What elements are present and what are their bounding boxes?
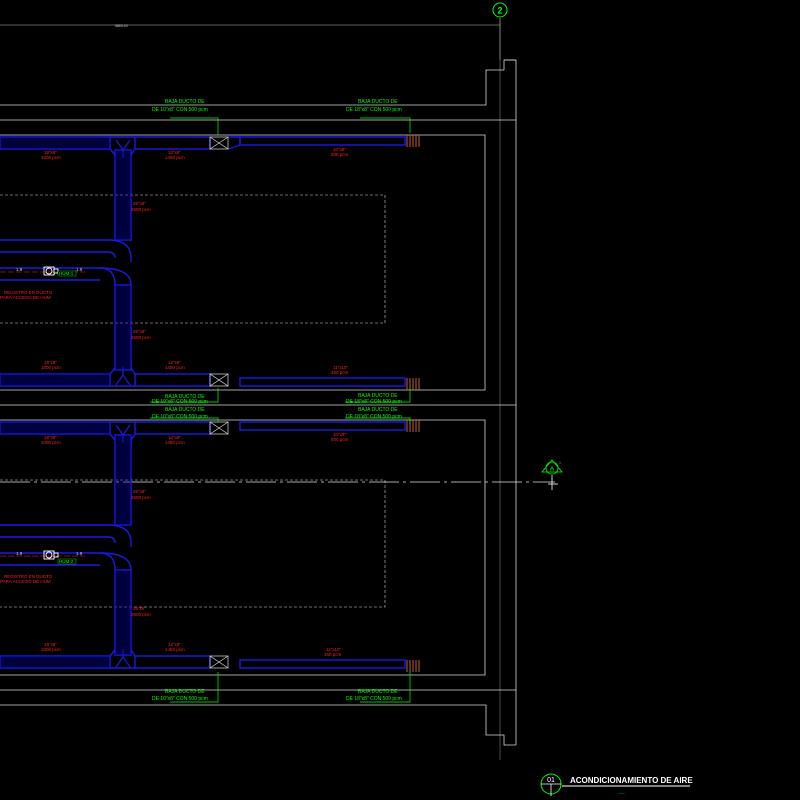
duct-flow: 1000 pcm: [41, 155, 61, 160]
note-baja-7: BAJA DUCTO DE: [165, 689, 205, 695]
leader-lines: [150, 117, 411, 703]
note-baja-2: BAJA DUCTO DE: [358, 99, 398, 105]
annotations-red: 18"x8" 1000 pcm 12"x8" 1450 pcm 10"x8" 5…: [0, 147, 349, 657]
note-baja-6b: DE 18"x8" CON 500 pcm: [346, 414, 402, 420]
duct-size: 18"x8": [44, 642, 57, 647]
duct-flow: 500 pcm: [331, 152, 349, 157]
duct-size: 12"x8": [168, 642, 181, 647]
hum-unit-1: HUM-1 1.9 1.9: [0, 266, 85, 277]
fan-icon: [43, 550, 59, 560]
section-marker: A 1: [541, 459, 563, 490]
note-baja-1b: DE 10"x8" CON 500 pcm: [152, 107, 208, 113]
hum-unit-2: HUM-2 1.9 1.9: [0, 550, 85, 565]
duct-flow: 1450 pcm: [165, 440, 185, 445]
duct-size: 26"x8": [133, 201, 146, 206]
duct-flow: 450 pcm: [324, 652, 342, 657]
duct-flow: 1450 pcm: [165, 365, 185, 370]
duct-flow: 1000 pcm: [41, 365, 61, 370]
title-block: 01 ACONDICIONAMIENTO DE AIRE ___: [540, 773, 693, 796]
svg-text:1: 1: [559, 461, 561, 465]
svg-text:2: 2: [497, 6, 502, 16]
note-baja-6: BAJA DUCTO DE: [358, 407, 398, 413]
duct-size: 12"x8": [168, 150, 181, 155]
duct-flow: 2500 pcm: [131, 335, 151, 340]
duct-size: 10"x8": [333, 432, 346, 437]
dim-label: 1.9: [16, 551, 23, 556]
fan-icon: [43, 266, 59, 276]
duct-size: 18"x8": [44, 150, 57, 155]
duct-size: 26"x8": [133, 489, 146, 494]
svg-text:A: A: [550, 467, 554, 473]
dampers: [209, 136, 229, 669]
duct-flow: 1450 pcm: [165, 647, 185, 652]
duct-size: 26"x8": [133, 329, 146, 334]
note-baja-1: BAJA DUCTO DE: [165, 99, 205, 105]
note-baja-4b: DE 18"x8" CON 500 pcm: [346, 399, 402, 405]
note-baja-7b: DE 10"x8" CON 500 pcm: [152, 696, 208, 702]
unit-tag: HUM-1: [59, 271, 74, 276]
duct-size: 18"x8": [44, 360, 57, 365]
annotations-green: BAJA DUCTO DE DE 10"x8" CON 500 pcm BAJA…: [152, 99, 402, 702]
duct-flow: 500 pcm: [331, 437, 349, 442]
note-baja-4: BAJA DUCTO DE: [358, 393, 398, 399]
duct-fill: [0, 137, 131, 668]
scale-mark: ___: [617, 789, 625, 794]
duct-flow: 1000 pcm: [41, 440, 61, 445]
duct-flow: 1000 pcm: [41, 647, 61, 652]
duct-size: 12"x8": [168, 360, 181, 365]
duct-flow: 450 pcm: [331, 370, 349, 375]
building-walls: [0, 18, 517, 760]
note-baja-5: BAJA DUCTO DE: [165, 407, 205, 413]
dim-label: 1.9: [76, 551, 83, 556]
note-baja-8: BAJA DUCTO DE: [358, 689, 398, 695]
duct-size: 11"x10": [326, 647, 342, 652]
duct-size: 10"x8": [333, 147, 346, 152]
note-registro-1b: PARA ACCESO DE HUM: [0, 295, 51, 300]
duct-flow: 2500 pcm: [131, 495, 151, 500]
duct-flow: 2500 pcm: [131, 207, 151, 212]
dim-label: 1.9: [76, 267, 83, 272]
duct-size: 12"x8": [168, 435, 181, 440]
title-number: 01: [547, 777, 555, 784]
note-baja-2b: DE 18"x8" CON 500 pcm: [346, 107, 402, 113]
note-registro-2b: PARA ACCESO DE HUM: [0, 579, 51, 584]
top-dimension: 5865.00: [115, 24, 128, 28]
note-baja-3b: DE 10"x8" CON 500 pcm: [152, 399, 208, 405]
note-registro-2a: REGISTRO EN DUCTO: [4, 574, 53, 579]
dim-label: 1.9: [16, 267, 23, 272]
duct-size: 11"x10": [333, 365, 349, 370]
drawing-title: ACONDICIONAMIENTO DE AIRE: [570, 776, 693, 785]
unit-tag: HUM-2: [59, 559, 74, 564]
duct-size: 26"x8": [133, 606, 146, 611]
duct-flow: 2500 pcm: [131, 612, 151, 617]
duct-size: 18"x8": [44, 435, 57, 440]
note-registro-1a: REGISTRO EN DUCTO: [4, 290, 53, 295]
note-baja-5b: DE 10"x8" CON 500 pcm: [152, 414, 208, 420]
duct-flow: 1450 pcm: [165, 155, 185, 160]
diffusers: [406, 135, 420, 672]
grid-marker-2: 2: [492, 2, 508, 18]
note-baja-3: BAJA DUCTO DE: [165, 394, 205, 400]
dashed-zones: [0, 194, 386, 608]
note-baja-8b: DE 18"x8" CON 500 pcm: [346, 696, 402, 702]
